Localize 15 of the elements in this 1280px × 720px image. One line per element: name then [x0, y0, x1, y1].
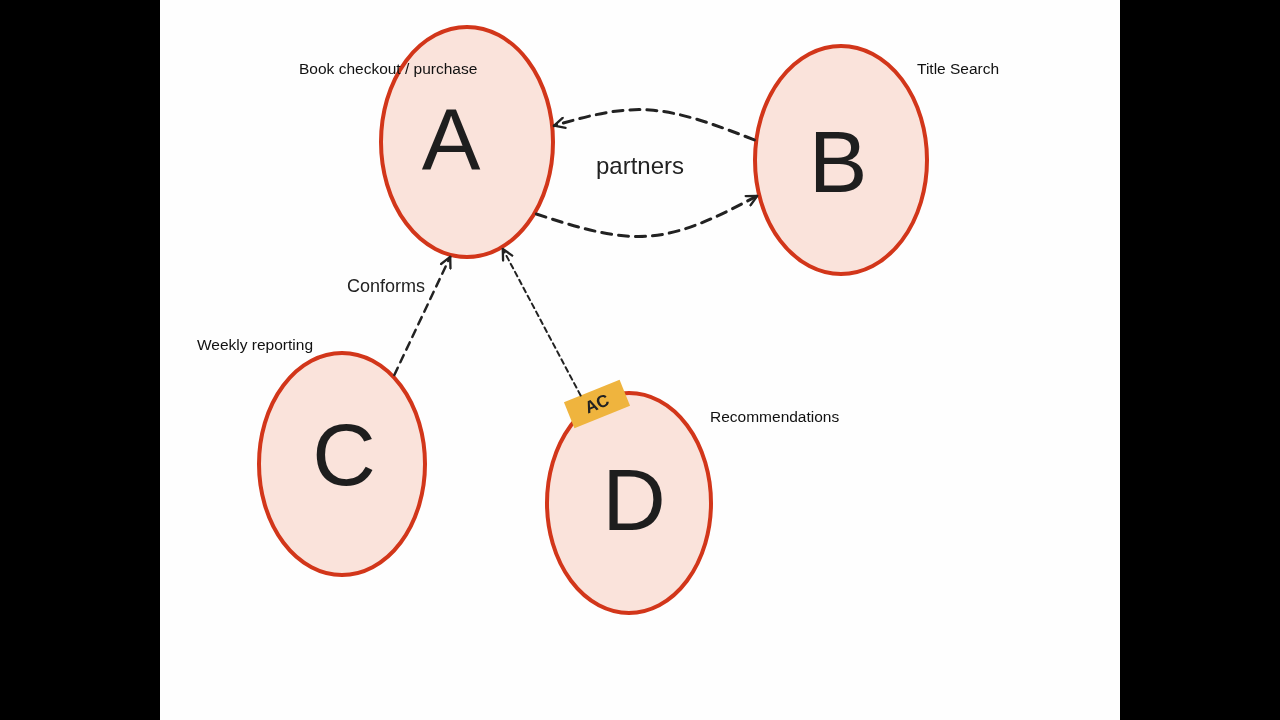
- dashed-arrow: [534, 194, 759, 238]
- dashed-arrow: [552, 108, 756, 142]
- node-caption: Title Search: [917, 60, 1000, 78]
- node-letter: C: [312, 411, 376, 499]
- node-caption: Weekly reporting: [197, 336, 313, 354]
- circle-node: [257, 351, 427, 577]
- dashed-arrow: [393, 255, 452, 377]
- node-caption: Book checkout / purchase: [299, 60, 478, 78]
- tag-label: AC: [582, 391, 612, 417]
- node-letter: A: [421, 96, 481, 184]
- circle-node: [545, 391, 713, 615]
- node-caption: Recommendations: [710, 408, 840, 426]
- node-letter: D: [602, 456, 666, 544]
- node-letter: B: [808, 118, 868, 206]
- dashed-arrow: [501, 247, 582, 397]
